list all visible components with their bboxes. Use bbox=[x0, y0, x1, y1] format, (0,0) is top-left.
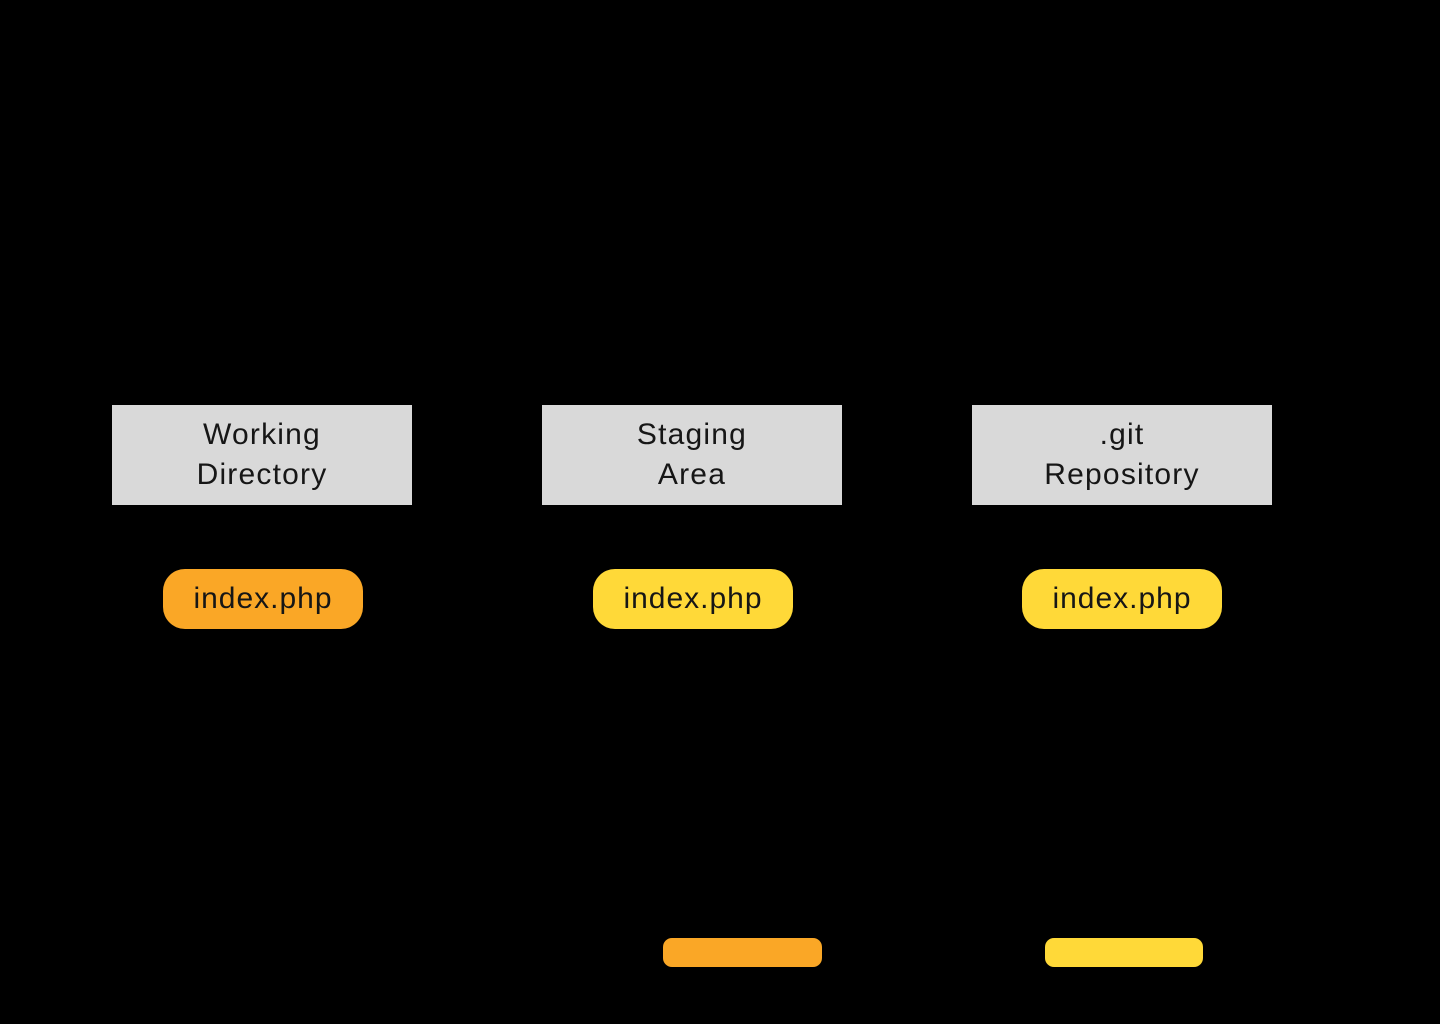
git-repository-file-label: index.php bbox=[1052, 582, 1192, 615]
staging-area-header-box: Staging Area bbox=[542, 405, 842, 505]
staging-area-file-label: index.php bbox=[623, 582, 763, 615]
orange-legend-bar bbox=[663, 938, 822, 967]
working-directory-title: Working Directory bbox=[196, 418, 328, 491]
working-directory-file-pill: index.php bbox=[163, 569, 363, 629]
git-repository-title: .git Repository bbox=[1044, 418, 1200, 491]
yellow-legend-bar bbox=[1045, 938, 1203, 967]
git-repository-header-box: .git Repository bbox=[972, 405, 1272, 505]
working-directory-file-label: index.php bbox=[193, 582, 333, 615]
staging-area-title: Staging Area bbox=[636, 418, 748, 491]
staging-area-file-pill: index.php bbox=[593, 569, 793, 629]
working-directory-header-box: Working Directory bbox=[112, 405, 412, 505]
git-repository-file-pill: index.php bbox=[1022, 569, 1222, 629]
